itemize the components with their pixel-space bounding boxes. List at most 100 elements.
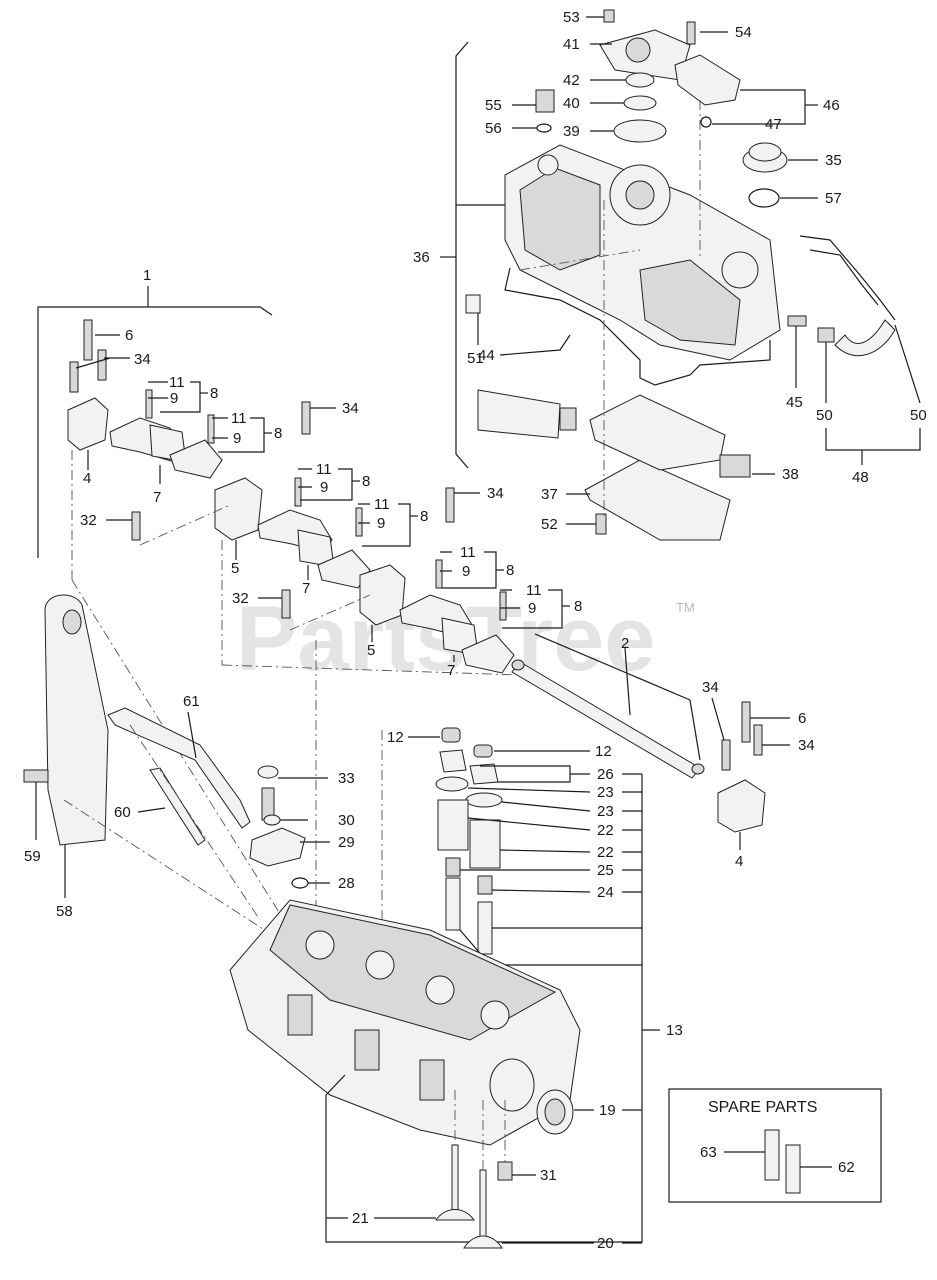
bolt-33-head	[257, 765, 279, 779]
cap-31	[497, 1161, 513, 1181]
plug-55	[535, 89, 555, 113]
bracket-36	[455, 41, 469, 469]
callout-34b: 34	[342, 400, 359, 417]
spring-42	[625, 72, 655, 88]
screw-9b	[207, 414, 215, 444]
breather-center	[625, 180, 655, 210]
callout-12a: 12	[387, 729, 404, 746]
callout-20: 20	[597, 1235, 614, 1252]
callout-30: 30	[338, 812, 355, 829]
callout-12b: 12	[595, 743, 612, 760]
lift-bracket-hole	[62, 609, 82, 635]
bottom-valve-group	[326, 1090, 642, 1249]
align-line-9	[221, 664, 521, 676]
screw-53	[603, 9, 615, 23]
oring-47	[700, 116, 712, 128]
callout-4b: 4	[735, 853, 743, 870]
fitting-45	[787, 315, 807, 327]
spring-22b	[469, 819, 501, 869]
valve-cover-group	[440, 9, 921, 541]
oil-filler-port	[721, 251, 759, 289]
seal-24	[477, 875, 493, 895]
callout-26: 26	[597, 766, 614, 783]
callout-24: 24	[597, 884, 614, 901]
callout-13: 13	[666, 1022, 683, 1039]
callout-34a: 34	[134, 351, 151, 368]
callout-23a: 23	[597, 784, 614, 801]
callout-22b: 22	[597, 844, 614, 861]
callout-46: 46	[823, 97, 840, 114]
hose-48b	[809, 249, 879, 306]
port-2	[365, 950, 395, 980]
callout-8c: 8	[362, 473, 370, 490]
sealant-nozzle	[559, 407, 577, 431]
plate-40	[623, 95, 657, 111]
cap-12b	[473, 744, 493, 758]
glow-plug-60	[149, 767, 206, 846]
callout-35: 35	[825, 152, 842, 169]
callout-9d: 9	[377, 515, 385, 532]
leader-11-9-8-a	[148, 381, 201, 413]
leader-23b	[501, 801, 591, 812]
breather-cover-center	[625, 37, 651, 63]
callout-7b: 7	[302, 580, 310, 597]
guide-a	[445, 877, 461, 931]
gasket-28	[291, 877, 309, 889]
spare-parts-title: SPARE PARTS	[708, 1099, 817, 1116]
retainer-23b	[465, 792, 503, 808]
callout-36: 36	[413, 249, 430, 266]
callout-8f: 8	[574, 598, 582, 615]
callout-11f: 11	[526, 582, 542, 599]
callout-8e: 8	[506, 562, 514, 579]
retainer-23a	[435, 776, 469, 792]
bolt-52	[595, 513, 607, 535]
sensor-46	[674, 54, 741, 106]
callout-51: 51	[467, 350, 484, 367]
screw-9e	[435, 559, 443, 589]
plug-51	[465, 294, 481, 314]
leader-11-9-8-c	[298, 468, 353, 501]
callout-6b: 6	[798, 710, 806, 727]
align-line-10	[63, 799, 281, 941]
seal-25	[445, 857, 461, 877]
cap-12a	[441, 727, 461, 743]
callout-11e: 11	[460, 544, 476, 561]
rocker-arm-f	[461, 634, 515, 674]
callout-63: 63	[700, 1144, 717, 1161]
plug-19-inner	[544, 1098, 566, 1126]
callout-62: 62	[838, 1159, 855, 1176]
screw-54	[686, 21, 696, 45]
valve-group	[325, 727, 660, 1243]
callout-50a: 50	[816, 407, 833, 424]
callout-60: 60	[114, 804, 131, 821]
bolt-34c	[301, 401, 311, 435]
rocker-support-4b	[717, 779, 766, 833]
leader-11-9-8-f	[500, 589, 563, 629]
callout-33: 33	[338, 770, 355, 787]
callout-8d: 8	[420, 508, 428, 525]
bracket-48	[825, 428, 921, 451]
bolt-34d	[445, 487, 455, 523]
leader-24	[491, 889, 591, 893]
bracket-1	[37, 306, 273, 558]
port-1	[305, 930, 335, 960]
callout-44: 44	[478, 347, 495, 364]
leader-22a	[467, 817, 591, 831]
head-bore	[489, 1058, 535, 1112]
oring-57	[748, 188, 780, 208]
stud-6b	[741, 701, 751, 743]
screw-9d	[355, 507, 363, 537]
leader-50b	[894, 324, 921, 404]
callout-9e: 9	[462, 563, 470, 580]
exhaust-port-1	[287, 994, 313, 1036]
callout-25: 25	[597, 862, 614, 879]
callout-56: 56	[485, 120, 502, 137]
callout-8b: 8	[274, 425, 282, 442]
callout-labels: 53 54 41 42 40 39 55 56 46 47 35 57 36 5…	[24, 9, 927, 1252]
callout-5b: 5	[367, 642, 375, 659]
leader-34e	[711, 697, 725, 741]
screw-9c	[294, 477, 302, 507]
align-line-11	[129, 724, 261, 921]
callout-34c: 34	[487, 485, 504, 502]
rocker-group	[37, 286, 790, 931]
